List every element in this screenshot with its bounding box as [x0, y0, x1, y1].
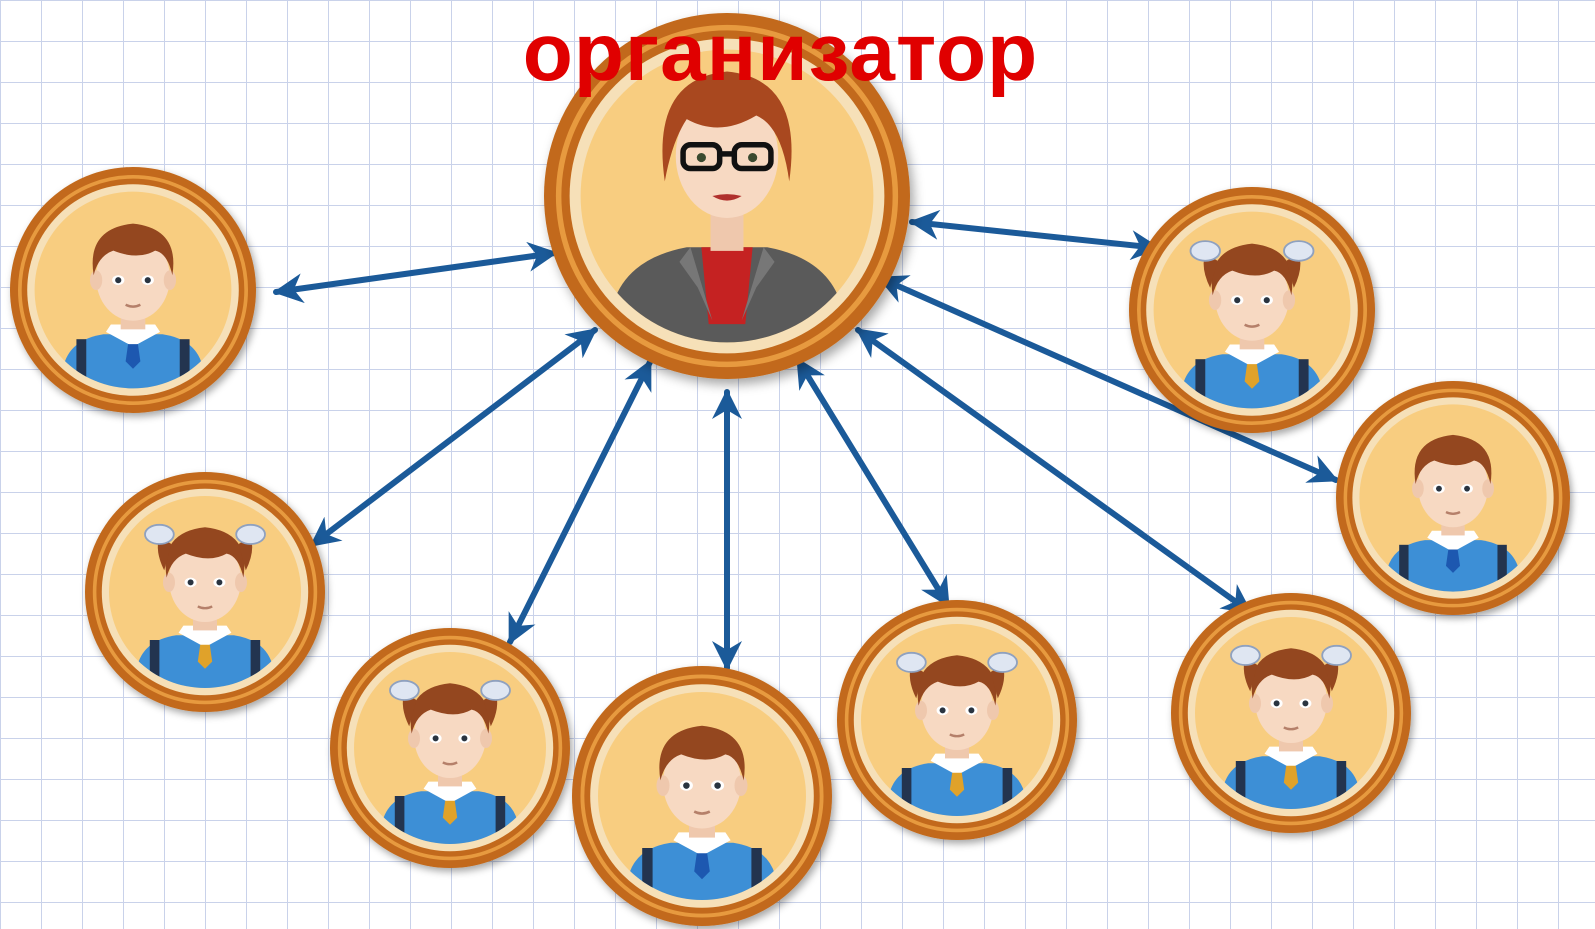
arrow-organizer-participant-5 — [795, 357, 951, 608]
node-organizer — [544, 13, 910, 379]
node-participant-2 — [85, 472, 325, 712]
boy-avatar-icon — [1382, 434, 1524, 592]
teacher-avatar-icon — [602, 71, 852, 343]
arrow-organizer-participant-2 — [309, 327, 598, 548]
arrow-organizer-participant-8 — [877, 275, 1339, 483]
node-participant-5 — [837, 600, 1077, 840]
girl-avatar-icon — [885, 651, 1030, 817]
organizer-title: организатор — [522, 7, 1039, 98]
node-participant-8 — [1336, 381, 1570, 615]
node-participant-1 — [10, 167, 256, 413]
arrow-organizer-participant-7 — [909, 209, 1161, 261]
girl-avatar-icon — [133, 523, 278, 689]
node-participant-7 — [1129, 187, 1375, 433]
node-participant-3 — [330, 628, 570, 868]
node-participant-6 — [1171, 593, 1411, 833]
boy-avatar-icon — [59, 223, 207, 389]
nodes — [10, 13, 1570, 926]
girl-avatar-icon — [1219, 644, 1364, 810]
arrow-organizer-participant-1 — [273, 241, 558, 304]
arrow-organizer-participant-3 — [507, 359, 653, 645]
boy-avatar-icon — [623, 725, 780, 900]
edges — [273, 209, 1339, 671]
girl-avatar-icon — [1178, 240, 1326, 409]
node-participant-4 — [572, 666, 832, 926]
girl-avatar-icon — [378, 679, 523, 845]
